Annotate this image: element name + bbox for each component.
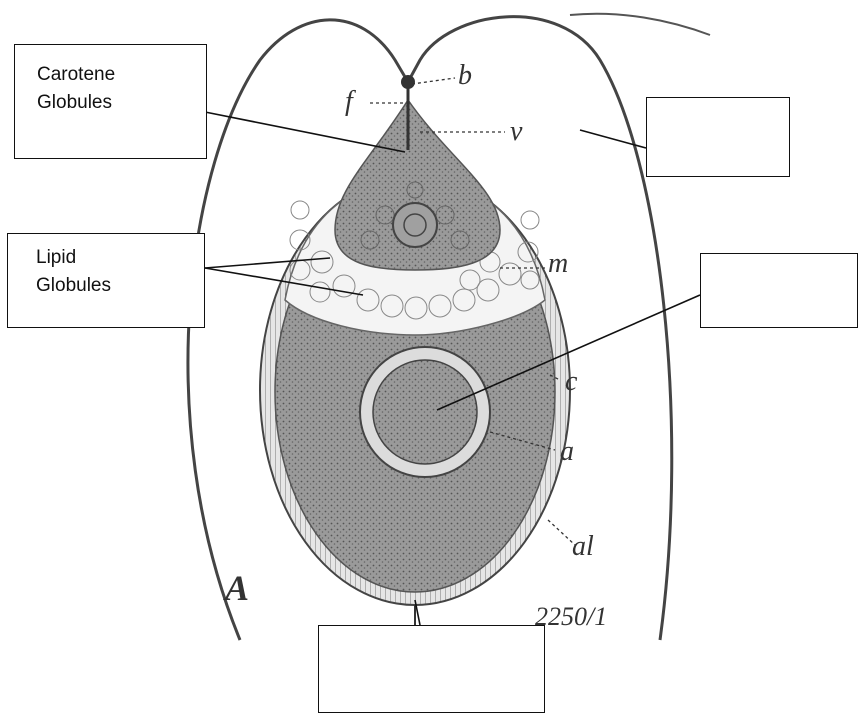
nucleus-inner [373, 360, 477, 464]
panel-letter: A [223, 568, 249, 608]
lipid-label-line2: Globules [36, 272, 204, 300]
magnification: 2250/1 [535, 602, 607, 631]
letter-v: v [510, 116, 523, 147]
letter-a: a [560, 436, 574, 467]
top-right-curve [570, 14, 710, 35]
letter-c: c [565, 366, 578, 397]
letter-al: al [572, 531, 594, 562]
blank-answer-box-bottom[interactable] [318, 625, 545, 713]
carotene-nucleus [393, 203, 437, 247]
carotene-globules-label: Carotene Globules [14, 44, 207, 159]
blank-answer-box-top-right[interactable] [646, 97, 790, 177]
carotene-label-line2: Globules [37, 89, 206, 117]
lipid-label-line1: Lipid [36, 244, 204, 272]
carotene-label-line1: Carotene [37, 61, 206, 89]
letter-f: f [345, 86, 356, 117]
letter-b: b [458, 60, 472, 91]
lipid-globules-label: Lipid Globules [7, 233, 205, 328]
letter-m: m [548, 248, 568, 279]
blank-answer-box-middle-right[interactable] [700, 253, 858, 328]
